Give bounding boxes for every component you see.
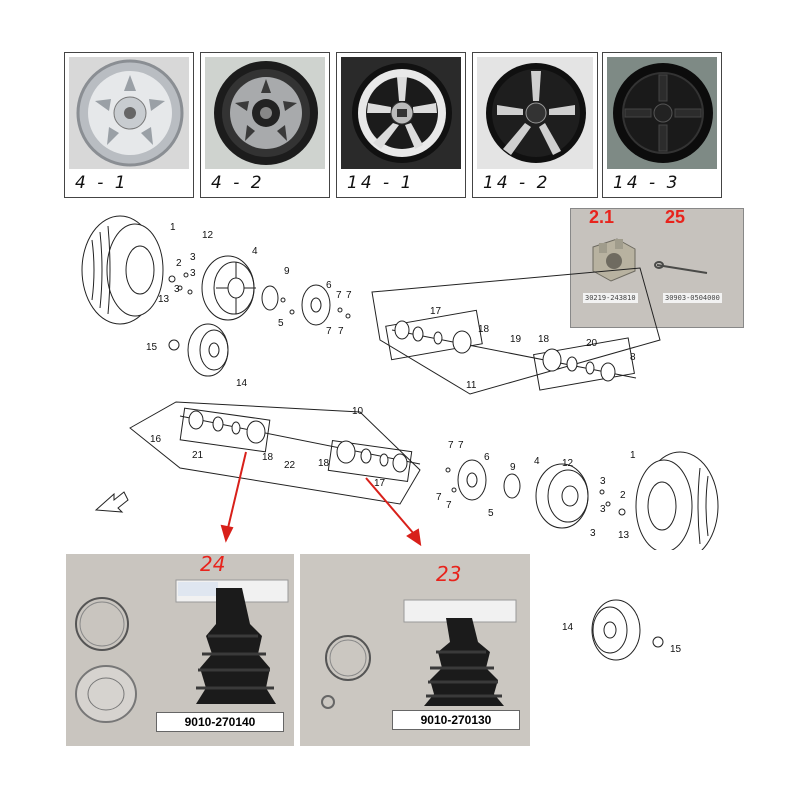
boot-kit-label: 23 <box>436 562 462 586</box>
callout-number: 19 <box>510 334 522 345</box>
callout-number: 7 <box>338 326 344 337</box>
callout-number: 18 <box>538 334 550 345</box>
castle-nut-and-cotter-pin-icon <box>592 238 708 282</box>
hardware-label-nut: 2.1 <box>589 207 615 227</box>
callout-number: 17 <box>374 478 386 489</box>
wheel-option-label: 14 - 3 <box>613 173 681 193</box>
rim-small-upper <box>187 323 229 377</box>
callout-number: 2 <box>620 490 626 501</box>
callout-number: 18 <box>262 452 274 463</box>
callout-number: 2 <box>176 258 182 269</box>
callout-number: 6 <box>326 280 332 291</box>
callout-number: 7 <box>346 290 352 301</box>
hardware-code-nut: 30219-243810 <box>583 293 638 303</box>
callout-number: 7 <box>336 290 342 301</box>
boot-kit-label: 24 <box>200 552 226 576</box>
hardware-label-cotter-pin: 25 <box>665 207 686 227</box>
callout-number: 3 <box>190 268 196 279</box>
callout-number: 3 <box>190 252 196 263</box>
callout-number: 16 <box>150 434 162 445</box>
wheel-option-label: 14 - 1 <box>347 173 415 193</box>
boot-kit-photo: 24 9010-270140 <box>66 552 294 746</box>
callout-number: 3 <box>590 528 596 539</box>
boot-kit-part-number: 9010-270140 <box>156 712 284 732</box>
callout-number: 17 <box>430 306 442 317</box>
callout-number: 3 <box>600 476 606 487</box>
callout-number: 6 <box>484 452 490 463</box>
callout-number: 18 <box>318 458 330 469</box>
callout-number: 1 <box>630 450 636 461</box>
callout-number: 11 <box>466 380 477 391</box>
callout-number: 9 <box>284 266 290 277</box>
wheel-photo-steel-silver <box>69 57 189 169</box>
wheel-option-card: 4 - 2 <box>200 52 330 198</box>
callout-number: 21 <box>192 450 204 461</box>
callout-number: 18 <box>478 324 490 335</box>
callout-number: 4 <box>252 246 258 257</box>
callout-number: 12 <box>562 458 574 469</box>
wheel-option-card: 4 - 1 <box>64 52 194 198</box>
callout-number: 10 <box>352 406 364 417</box>
hardware-inset: 2.1 25 30219-243810 30903-0504000 <box>570 207 744 328</box>
wheel-option-card: 14 - 3 <box>602 52 722 198</box>
cv-boot-icon <box>321 599 517 709</box>
callout-number: 4 <box>534 456 540 467</box>
exploded-parts-diagram <box>81 215 719 550</box>
callout-number: 7 <box>326 326 332 337</box>
callout-number: 3 <box>174 284 180 295</box>
callout-number: 15 <box>670 644 682 655</box>
callout-number: 13 <box>618 530 630 541</box>
callout-number: 14 <box>236 378 248 389</box>
callout-number: 7 <box>436 492 442 503</box>
wheel-photo-steel-black <box>205 57 325 169</box>
callout-number: 15 <box>146 342 158 353</box>
rim-small-lower <box>591 599 664 661</box>
wheel-photo-alloy-silver <box>341 57 461 169</box>
callout-number: 14 <box>562 622 574 633</box>
wheel-option-label: 14 - 2 <box>483 173 551 193</box>
wheel-option-card: 14 - 1 <box>336 52 466 198</box>
cv-boot-icon <box>75 579 289 723</box>
hardware-code-cotter-pin: 30903-0504000 <box>663 293 722 303</box>
callout-number: 1 <box>170 222 176 233</box>
callout-number: 13 <box>158 294 170 305</box>
boot-kit-photo: 23 9010-270130 <box>300 554 530 746</box>
callout-number: 5 <box>278 318 284 329</box>
callout-number: 3 <box>600 504 606 515</box>
direction-arrow-icon <box>94 491 129 513</box>
wheel-option-label: 4 - 1 <box>75 173 129 193</box>
boot-kit-part-number: 9010-270130 <box>392 710 520 730</box>
callout-number: 7 <box>446 500 452 511</box>
tire-upper <box>81 215 164 325</box>
wheel-option-label: 4 - 2 <box>211 173 265 193</box>
rim-upper <box>201 255 256 321</box>
callout-number: 8 <box>630 352 636 363</box>
wheel-photo-alloy-black <box>477 57 593 169</box>
wheel-option-card: 14 - 2 <box>472 52 598 198</box>
callout-number: 7 <box>448 440 454 451</box>
callout-number: 7 <box>458 440 464 451</box>
hub-upper <box>261 284 331 326</box>
callout-number: 12 <box>202 230 214 241</box>
callout-number: 22 <box>284 460 296 471</box>
callout-number: 20 <box>586 338 598 349</box>
callout-number: 9 <box>510 462 516 473</box>
wheel-photo-plastic-black <box>607 57 717 169</box>
callout-number: 5 <box>488 508 494 519</box>
